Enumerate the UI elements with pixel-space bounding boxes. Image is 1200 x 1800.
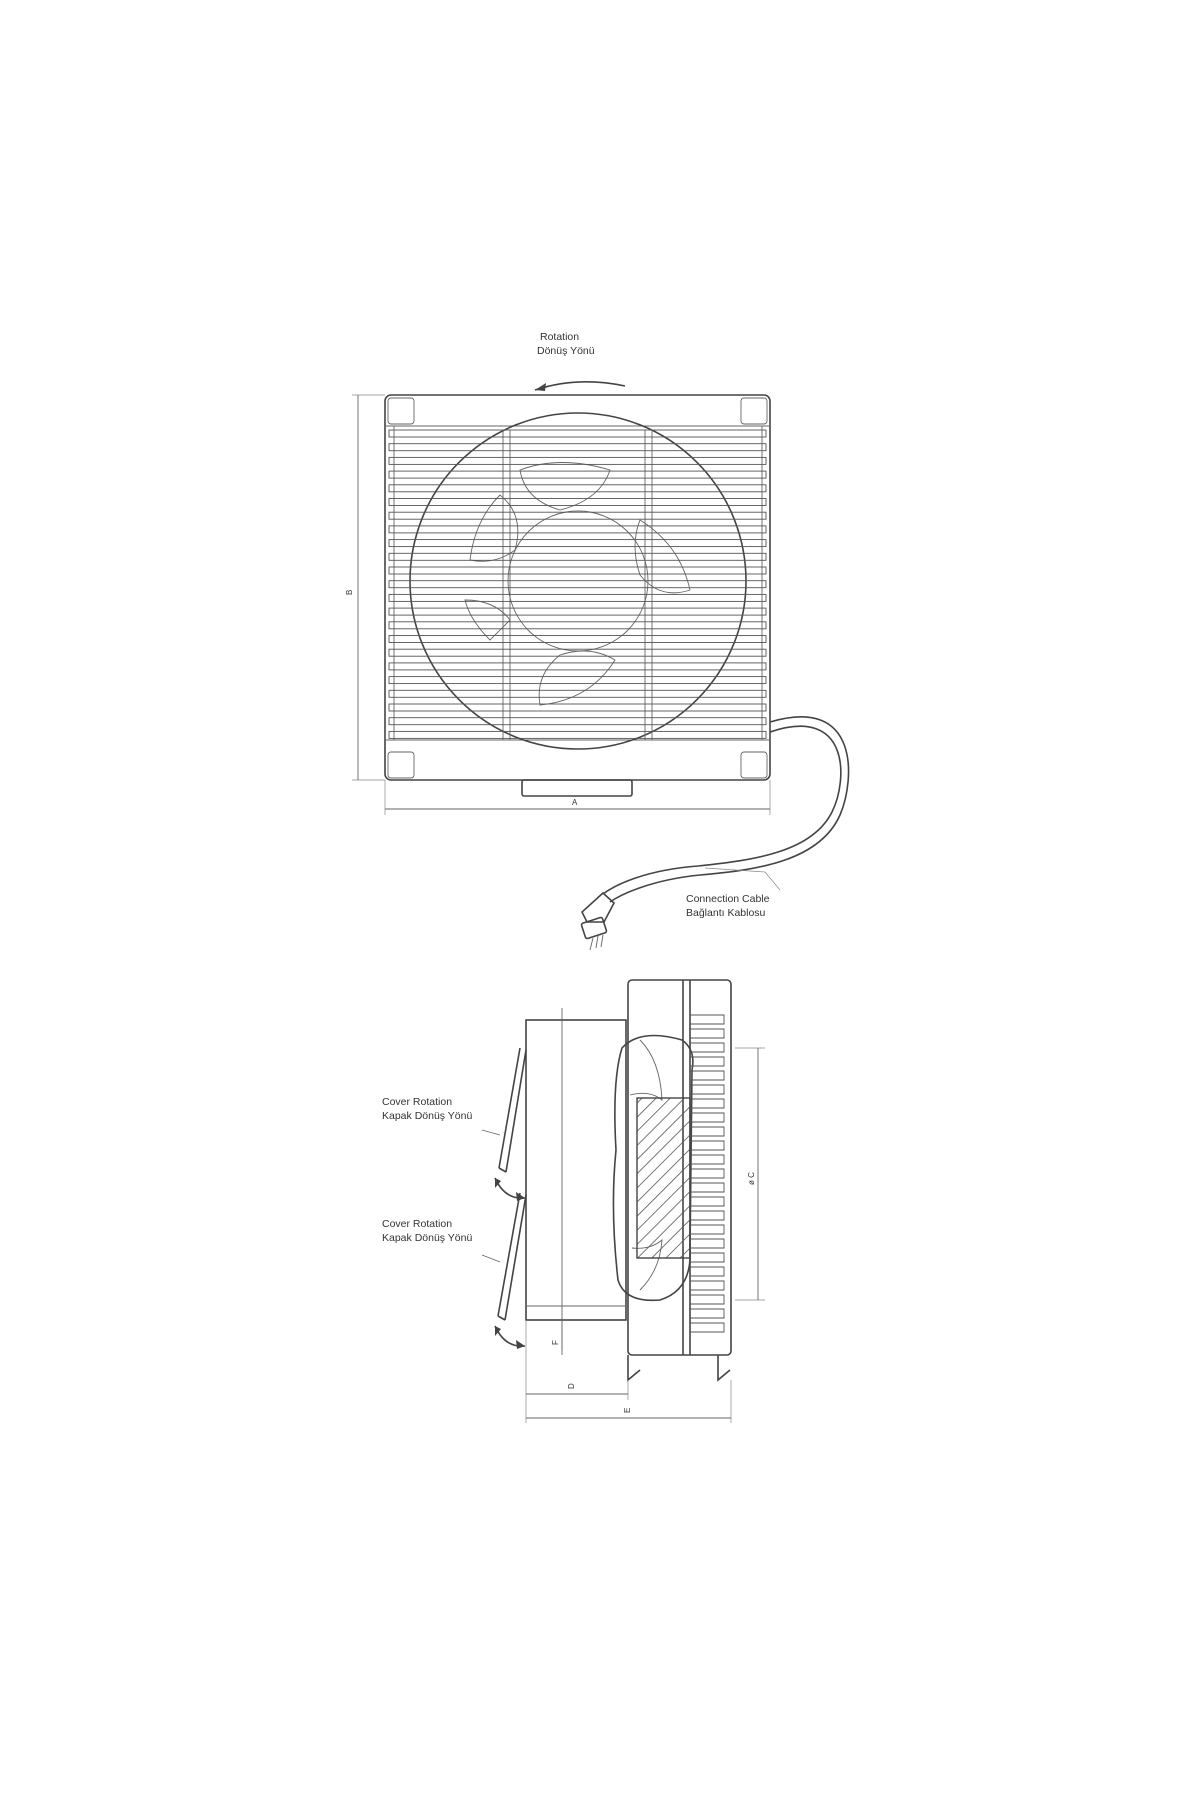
front-view: Rotation Dönüş Yönü (345, 331, 850, 951)
dimension-d: D (525, 1320, 629, 1400)
cover-rotation-1-tr: Kapak Dönüş Yönü (382, 1110, 472, 1122)
impeller-section (612, 1034, 694, 1302)
louver-slat (388, 607, 767, 616)
louver-slat (388, 456, 767, 465)
grille-fin (690, 1168, 725, 1179)
cover-flap-upper (481, 1047, 527, 1173)
dimension-a: A (384, 780, 771, 815)
rotation-arrow-icon (534, 381, 626, 391)
dim-f-label: F (551, 1340, 560, 1345)
louver-slat (388, 429, 767, 438)
louver-slat (388, 525, 767, 534)
louver-slat (388, 648, 767, 657)
rotation-arrow-upper-icon (494, 1177, 526, 1201)
plug-icon (580, 891, 615, 951)
grille-fin (690, 1252, 725, 1263)
grille-fin (690, 1070, 725, 1081)
rotation-label-tr: Dönüş Yönü (537, 345, 595, 357)
grille-louvers (388, 429, 767, 739)
grille-fin (690, 1098, 725, 1109)
grille-fin (690, 1028, 725, 1039)
grille-fin (690, 1014, 725, 1025)
dimension-f: F (551, 1318, 563, 1355)
rear-body (525, 1019, 627, 1321)
cover-flap-lower (481, 1192, 527, 1321)
grille-fin (690, 1154, 725, 1165)
louver-slat (388, 498, 767, 506)
grille-fin (690, 1126, 725, 1137)
grille-fin (690, 1182, 725, 1193)
louver-slat (388, 676, 767, 685)
cable-label-en: Connection Cable (686, 893, 770, 905)
grille-fin (690, 1056, 725, 1067)
louver-slat (388, 662, 767, 671)
front-frame (627, 979, 732, 1356)
dimension-b: B (345, 394, 385, 781)
cover-rotation-2-en: Cover Rotation (382, 1218, 452, 1230)
grille-fin (690, 1280, 725, 1291)
louver-slat (388, 539, 767, 548)
hatched-hub (636, 1097, 691, 1259)
louver-slat (388, 717, 767, 726)
louver-slat (388, 689, 767, 698)
dimension-c: ø C (735, 1047, 765, 1301)
louver-slat (388, 703, 767, 712)
bottom-tab (521, 779, 633, 797)
louver-slat (388, 511, 767, 520)
louver-slat (388, 566, 767, 575)
louver-slat (388, 635, 767, 643)
louver-slat (388, 443, 767, 452)
cable-label-tr: Bağlantı Kablosu (686, 907, 766, 919)
grille-fin (690, 1196, 725, 1207)
louver-slat (388, 552, 767, 561)
grille-fin (690, 1224, 725, 1235)
dimension-e: E (525, 1380, 732, 1423)
grille-fin (690, 1308, 725, 1319)
louver-slat (388, 730, 767, 739)
grille-fin (690, 1322, 725, 1333)
cover-rotation-1-en: Cover Rotation (382, 1096, 452, 1108)
connection-cable (602, 715, 850, 903)
side-view: ø C F D E (382, 979, 765, 1423)
grille-fin (690, 1210, 725, 1221)
grille-fin (690, 1238, 725, 1249)
dim-d-label: D (567, 1383, 576, 1389)
louver-slat (388, 580, 767, 589)
louver-slat (388, 470, 767, 479)
grille-fin (690, 1042, 725, 1053)
dim-c-label: ø C (747, 1172, 756, 1185)
grille-fin (690, 1140, 725, 1151)
rotation-label-en: Rotation (540, 331, 579, 343)
louver-slat (388, 593, 767, 602)
dim-a-label: A (572, 798, 578, 807)
grille-fin (690, 1112, 725, 1123)
louver-slat (388, 484, 767, 493)
grille-fin (690, 1266, 725, 1277)
rotation-arrow-lower-icon (494, 1325, 526, 1349)
cable-leader (704, 867, 766, 873)
cover-rotation-2-tr: Kapak Dönüş Yönü (382, 1232, 472, 1244)
grille-fin (690, 1084, 725, 1095)
dim-b-label: B (345, 590, 354, 595)
grille-fin (690, 1294, 725, 1305)
louver-slat (388, 621, 767, 630)
dim-e-label: E (623, 1408, 632, 1413)
front-grille-fins (690, 1014, 725, 1333)
